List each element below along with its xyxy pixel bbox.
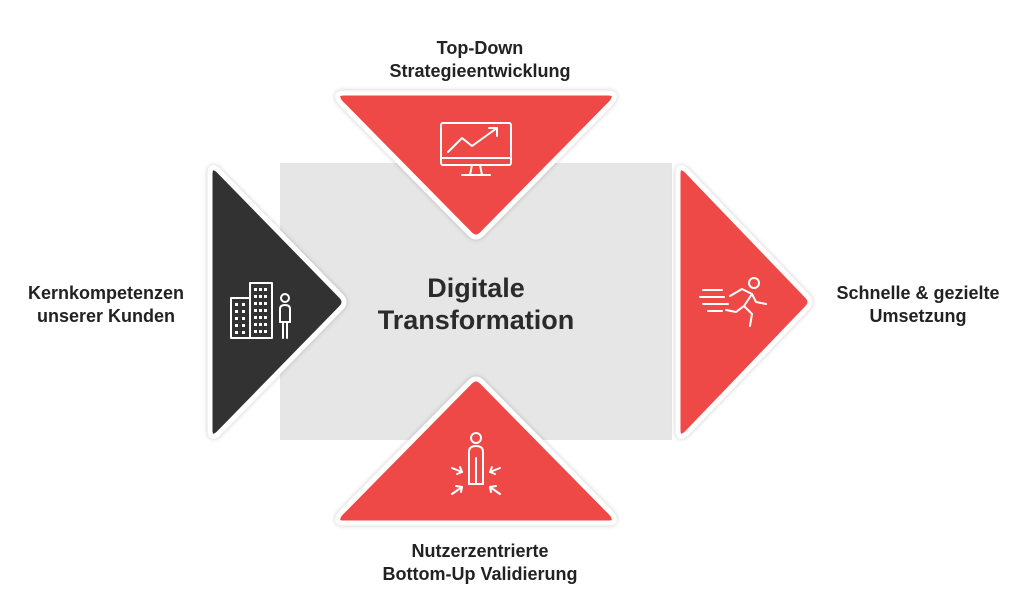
right-triangle	[675, 165, 813, 439]
left-label: Kernkompetenzen unserer Kunden	[2, 282, 210, 328]
chart-monitor-icon	[440, 122, 512, 176]
bottom-label-line1: Nutzerzentrierte	[411, 541, 549, 561]
user-focus-icon	[451, 432, 501, 495]
top-label-line1: Top-Down	[436, 38, 524, 58]
left-label-line2: unserer Kunden	[36, 306, 176, 326]
bottom-label-line2: Bottom-Up Validierung	[382, 564, 578, 584]
bottom-label: Nutzerzentrierte Bottom-Up Validierung	[350, 540, 610, 586]
center-title: Digitale Transformation	[376, 272, 576, 336]
buildings-person-icon	[230, 282, 291, 339]
bottom-triangle	[335, 376, 617, 526]
right-label-line2: Umsetzung	[869, 306, 967, 326]
top-label: Top-Down Strategieentwicklung	[362, 37, 598, 83]
left-label-line1: Kernkompetenzen	[27, 283, 185, 303]
top-label-line2: Strategieentwicklung	[389, 61, 571, 81]
running-person-icon	[699, 277, 767, 327]
right-label-line1: Schnelle & gezielte	[836, 283, 1000, 303]
center-title-line2: Transformation	[377, 305, 575, 335]
right-label: Schnelle & gezielte Umsetzung	[812, 282, 1024, 328]
left-triangle	[207, 165, 347, 439]
center-title-line1: Digitale	[427, 273, 525, 303]
